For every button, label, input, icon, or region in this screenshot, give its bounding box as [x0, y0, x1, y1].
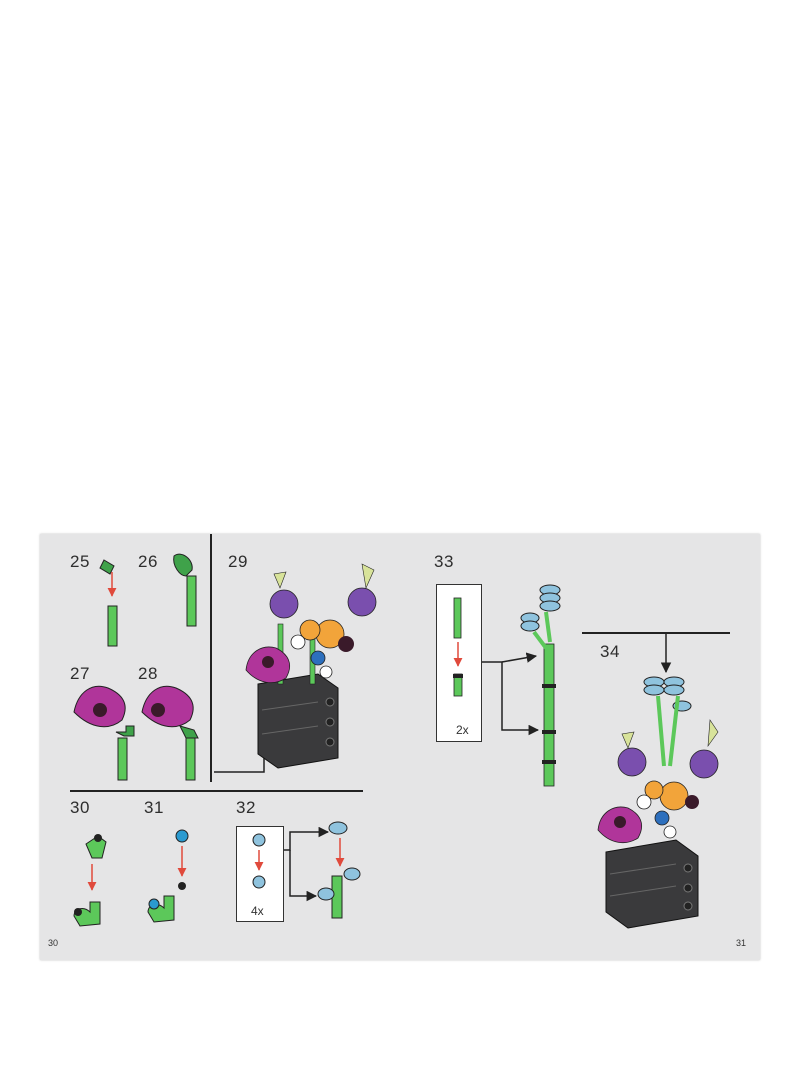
step-31-number: 31	[144, 798, 164, 817]
step-34-illustration	[597, 633, 719, 929]
step-27-number: 27	[70, 664, 90, 683]
divider-horizontal	[70, 790, 363, 792]
page-number-left: 30	[48, 938, 59, 948]
step-30-number: 30	[70, 798, 90, 817]
step-28-number: 28	[138, 664, 158, 683]
quantity-label-33: 2x	[456, 723, 469, 737]
step-29-number: 29	[228, 552, 248, 571]
step-26-illustration	[173, 553, 197, 627]
step-32-illustration	[252, 821, 361, 919]
build-illustrations	[73, 553, 719, 929]
step-28-illustration	[141, 685, 199, 781]
step-33-illustration	[453, 584, 561, 787]
step-26-number: 26	[138, 552, 158, 571]
step-32-number: 32	[236, 798, 256, 817]
divider-vertical	[210, 534, 212, 782]
step-31-illustration	[147, 829, 189, 923]
step-27-illustration	[73, 685, 135, 781]
page-number-right: 31	[736, 938, 747, 948]
step-33-number: 33	[434, 552, 454, 571]
callout-line-34	[582, 632, 730, 634]
step-25-illustration	[99, 559, 118, 647]
step-34-number: 34	[600, 642, 620, 661]
step-29-illustration	[214, 563, 377, 773]
quantity-label-32: 4x	[251, 904, 264, 918]
step-30-illustration	[73, 834, 107, 927]
step-25-number: 25	[70, 552, 90, 571]
instruction-spread: 25 26 27 28 29 30 31 32 33 34 4x 2x 30 3…	[40, 534, 760, 960]
